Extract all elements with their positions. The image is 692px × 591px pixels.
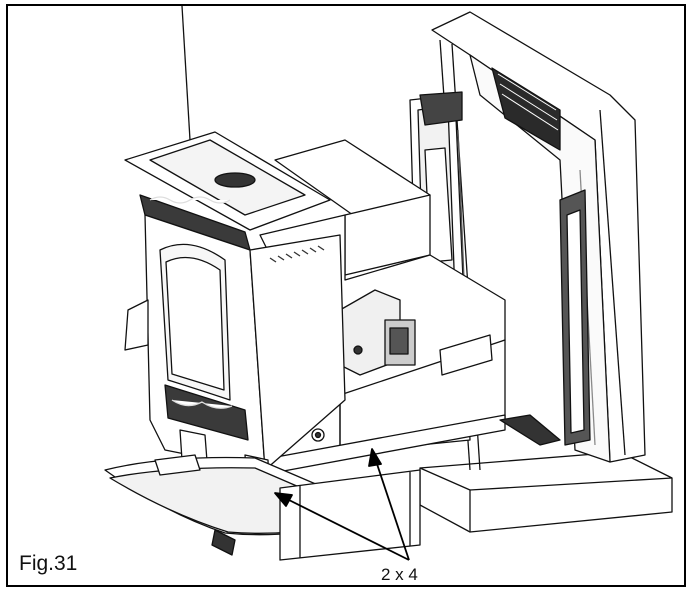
pedestal <box>104 429 336 556</box>
figure-label: Fig.31 <box>19 552 78 575</box>
hanging-line <box>181 5 191 141</box>
quantity-callout: 2 x 4 <box>381 565 418 584</box>
base-block <box>419 451 673 533</box>
callout-arrows <box>274 448 410 561</box>
arrow-head-left <box>274 492 293 507</box>
surround-panel <box>431 11 646 471</box>
support-frame <box>279 469 421 561</box>
arrow-head-right <box>368 448 382 467</box>
front-casting <box>124 131 346 471</box>
